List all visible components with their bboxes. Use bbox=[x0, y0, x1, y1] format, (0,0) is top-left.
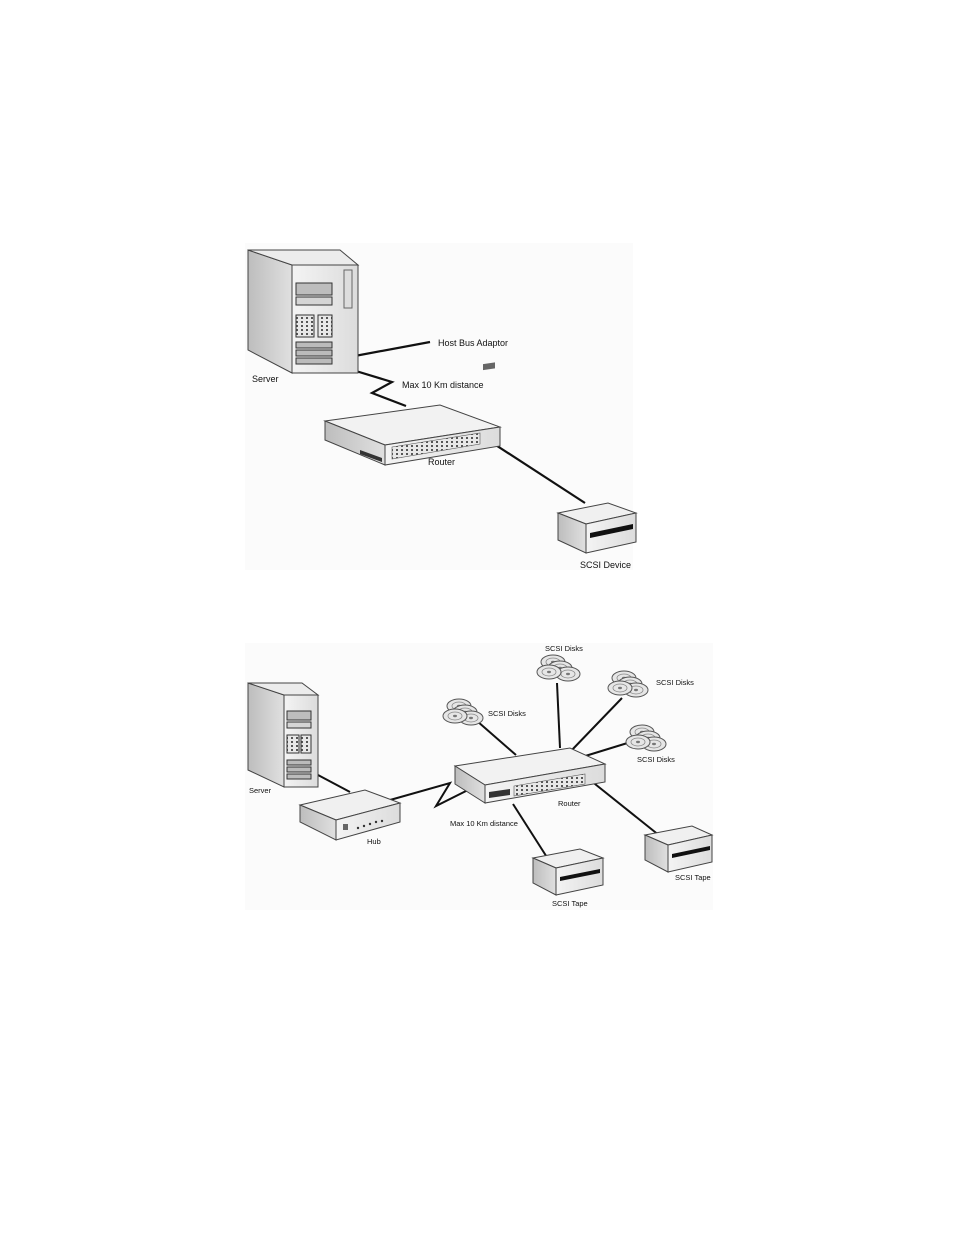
hba-label: Host Bus Adaptor bbox=[438, 338, 508, 348]
router-tape-link-1 bbox=[513, 804, 550, 862]
scsi-disks-icon bbox=[626, 725, 666, 751]
server-tower-icon bbox=[248, 250, 358, 373]
scsi-disks-icon bbox=[608, 671, 648, 697]
server-hub-link bbox=[318, 775, 350, 792]
router-icon bbox=[455, 748, 605, 803]
router-device-link-1 bbox=[488, 440, 585, 503]
scsi-disks-label: SCSI Disks bbox=[488, 709, 526, 718]
scsi-device-icon bbox=[558, 503, 636, 553]
router-disks-link-2 bbox=[557, 683, 560, 748]
scsi-disks-label: SCSI Disks bbox=[545, 644, 583, 653]
distance-label: Max 10 Km distance bbox=[402, 380, 484, 390]
scsi-disks-icon bbox=[443, 699, 483, 725]
scsi-tape-icon bbox=[645, 826, 712, 872]
scsi-disks-label: SCSI Disks bbox=[637, 755, 675, 764]
distance-link-1 bbox=[346, 368, 406, 406]
distance-label: Max 10 Km distance bbox=[450, 819, 518, 828]
scsi-device-label: SCSI Device bbox=[580, 560, 631, 570]
server-label: Server bbox=[252, 374, 279, 384]
router-disks-link-1 bbox=[477, 721, 516, 755]
router-icon bbox=[325, 362, 500, 465]
hub-router-link bbox=[390, 783, 468, 806]
hub-label: Hub bbox=[367, 837, 381, 846]
scsi-tape-label: SCSI Tape bbox=[675, 873, 711, 882]
router-disks-link-3 bbox=[570, 698, 622, 752]
hub-icon bbox=[300, 790, 400, 840]
server-tower-icon bbox=[248, 683, 318, 787]
scsi-tape-icon bbox=[533, 849, 603, 895]
server-label: Server bbox=[249, 786, 272, 795]
scsi-disks-label: SCSI Disks bbox=[656, 678, 694, 687]
scsi-tape-label: SCSI Tape bbox=[552, 899, 588, 908]
router-label: Router bbox=[428, 457, 455, 467]
router-label: Router bbox=[558, 799, 581, 808]
router-tape-link-2 bbox=[590, 780, 660, 836]
scsi-disks-icon bbox=[537, 655, 580, 681]
